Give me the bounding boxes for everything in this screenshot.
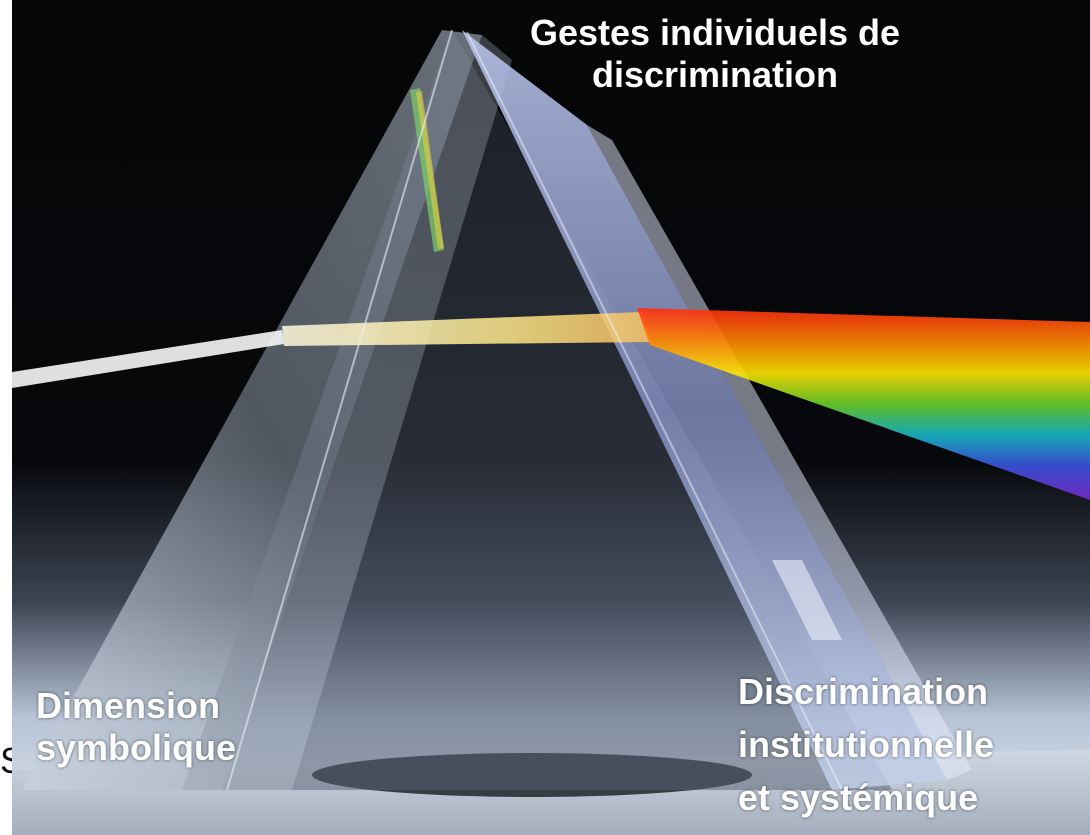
label-institutional-discrimination-line-2: institutionnelle: [738, 724, 994, 765]
label-institutional-discrimination-line-1: Discrimination: [738, 671, 989, 712]
cropped-edge-glyph: S: [0, 740, 12, 782]
prism-illustration: [12, 0, 1090, 835]
label-institutional-discrimination-line-3: et systémique: [738, 777, 979, 818]
label-symbolic-dimension-line-1: Dimension: [36, 685, 221, 726]
label-individual-gestures: Gestes individuels de discrimination: [500, 12, 930, 96]
label-individual-gestures-line-2: discrimination: [591, 54, 839, 95]
label-symbolic-dimension-line-2: symbolique: [36, 727, 237, 768]
label-individual-gestures-line-1: Gestes individuels de: [529, 12, 901, 53]
label-institutional-discrimination: Discrimination institutionnelle et systé…: [738, 665, 994, 824]
prism-photo: [12, 0, 1090, 835]
label-symbolic-dimension: Dimension symbolique: [36, 685, 236, 769]
